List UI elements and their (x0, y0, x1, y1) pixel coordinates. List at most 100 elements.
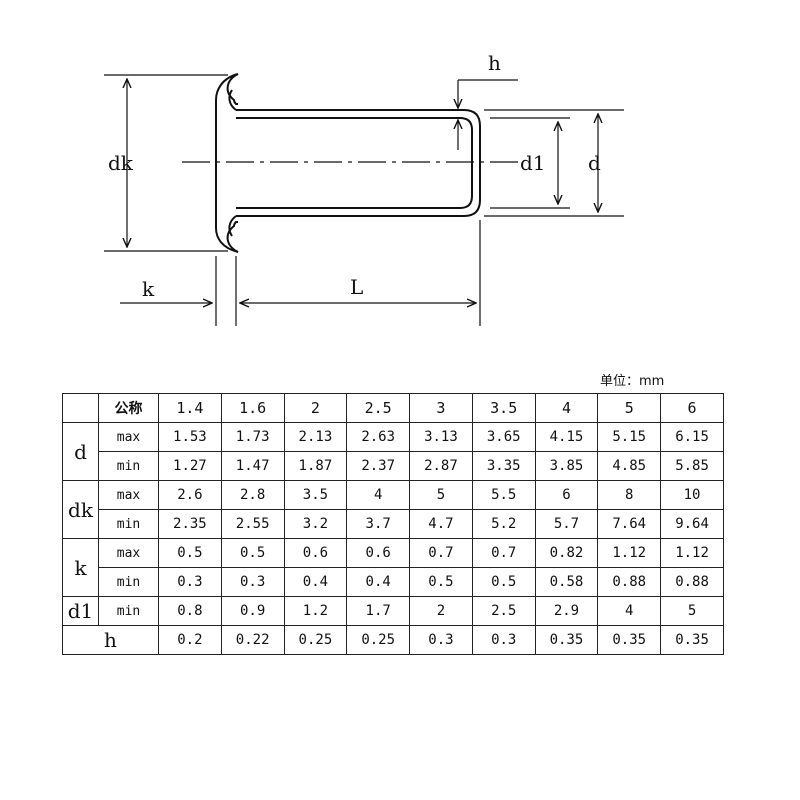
value-cell: 0.5 (471, 567, 536, 597)
value-cell: 3.5 (283, 480, 348, 510)
row-label-max: max (98, 538, 159, 568)
value-cell: 4 (597, 596, 662, 626)
value-cell: 0.35 (534, 625, 599, 655)
value-cell: 1.12 (597, 538, 662, 568)
value-cell: 3.7 (346, 509, 411, 539)
value-cell: 3.85 (534, 451, 599, 481)
value-cell: 1.47 (220, 451, 285, 481)
value-cell: 0.9 (220, 596, 285, 626)
value-cell: 3.35 (471, 451, 536, 481)
value-cell: 5.85 (660, 451, 724, 481)
value-cell: 0.4 (283, 567, 348, 597)
value-cell: 2.9 (534, 596, 599, 626)
label-dk: dk (108, 151, 134, 175)
row-label-max: max (98, 422, 159, 452)
value-cell: 5.15 (597, 422, 662, 452)
nominal-size-cell: 3 (409, 393, 473, 423)
value-cell: 0.35 (660, 625, 724, 655)
row-label-min: min (98, 451, 159, 481)
value-cell: 0.5 (158, 538, 222, 568)
value-cell: 6.15 (660, 422, 724, 452)
value-cell: 2.5 (471, 596, 536, 626)
param-d1-cell: d1 (62, 596, 99, 626)
value-cell: 0.2 (158, 625, 222, 655)
value-cell: 0.8 (158, 596, 222, 626)
corner-cell (62, 393, 99, 423)
value-cell: 0.3 (409, 625, 473, 655)
dimension-lines (104, 74, 624, 326)
value-cell: 2.87 (409, 451, 473, 481)
value-cell: 0.5 (409, 567, 473, 597)
value-cell: 10 (660, 480, 724, 510)
value-cell: 2.6 (158, 480, 222, 510)
value-cell: 3.2 (283, 509, 348, 539)
nominal-size-cell: 2.5 (346, 393, 411, 423)
value-cell: 3.13 (409, 422, 473, 452)
param-d-cell: d (62, 422, 99, 481)
value-cell: 0.3 (220, 567, 285, 597)
value-cell: 0.58 (534, 567, 599, 597)
param-dk-cell: dk (62, 480, 99, 539)
nominal-size-cell: 1.4 (158, 393, 222, 423)
value-cell: 3.65 (471, 422, 536, 452)
value-cell: 0.5 (220, 538, 285, 568)
value-cell: 0.7 (409, 538, 473, 568)
value-cell: 5.5 (471, 480, 536, 510)
nominal-size-cell: 6 (660, 393, 724, 423)
row-label-min: min (98, 596, 159, 626)
value-cell: 0.88 (660, 567, 724, 597)
value-cell: 4.7 (409, 509, 473, 539)
param-h-cell: h (62, 625, 159, 655)
label-L: L (350, 275, 363, 299)
value-cell: 0.25 (283, 625, 348, 655)
value-cell: 2.8 (220, 480, 285, 510)
value-cell: 1.73 (220, 422, 285, 452)
value-cell: 2 (409, 596, 473, 626)
nominal-size-cell: 1.6 (220, 393, 285, 423)
value-cell: 2.13 (283, 422, 348, 452)
value-cell: 2.55 (220, 509, 285, 539)
row-label-max: max (98, 480, 159, 510)
value-cell: 2.37 (346, 451, 411, 481)
nominal-size-cell: 5 (597, 393, 662, 423)
value-cell: 1.53 (158, 422, 222, 452)
value-cell: 8 (597, 480, 662, 510)
unit-label: 单位：mm (600, 374, 665, 389)
rivet-profile (215, 73, 481, 253)
value-cell: 1.27 (158, 451, 222, 481)
value-cell: 5.2 (471, 509, 536, 539)
value-cell: 6 (534, 480, 599, 510)
value-cell: 0.82 (534, 538, 599, 568)
value-cell: 1.87 (283, 451, 348, 481)
row-label-min: min (98, 567, 159, 597)
value-cell: 0.3 (471, 625, 536, 655)
value-cell: 4 (346, 480, 411, 510)
value-cell: 9.64 (660, 509, 724, 539)
value-cell: 2.35 (158, 509, 222, 539)
label-h: h (488, 51, 501, 75)
rivet-technical-drawing: h dk d1 d k L (104, 51, 624, 326)
label-k: k (142, 277, 155, 301)
nominal-size-cell: 3.5 (471, 393, 536, 423)
label-d: d (588, 151, 601, 175)
value-cell: 0.6 (346, 538, 411, 568)
nominal-size-cell: 2 (283, 393, 348, 423)
value-cell: 0.88 (597, 567, 662, 597)
value-cell: 0.6 (283, 538, 348, 568)
value-cell: 5.7 (534, 509, 599, 539)
param-k-cell: k (62, 538, 99, 597)
value-cell: 0.3 (158, 567, 222, 597)
nominal-size-cell: 4 (534, 393, 599, 423)
value-cell: 5 (660, 596, 724, 626)
value-cell: 0.4 (346, 567, 411, 597)
nominal-label: 公称 (98, 393, 159, 423)
